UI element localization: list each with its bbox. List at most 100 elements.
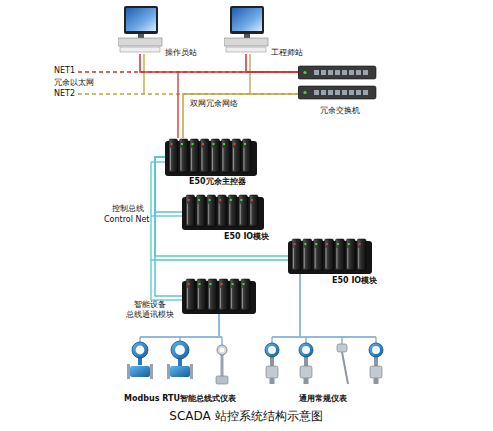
switch-port	[363, 70, 368, 75]
monitor-screen	[126, 8, 156, 31]
module-edge	[198, 204, 199, 224]
switch-port	[356, 90, 361, 95]
module-edge	[212, 148, 213, 170]
module-edge	[202, 148, 203, 170]
rack-module	[303, 239, 312, 270]
general-instruments: 通用常规仪表	[258, 336, 388, 390]
device-icon	[118, 336, 242, 390]
switch-port	[349, 70, 354, 75]
module-led	[251, 199, 253, 201]
switch-port	[328, 90, 333, 95]
device-label: E50 IO模块	[332, 276, 377, 286]
switch-port	[321, 90, 326, 95]
module-led	[240, 199, 242, 201]
module-edge	[231, 288, 232, 308]
network-link	[183, 94, 298, 138]
rack-module	[201, 139, 210, 172]
module-led	[188, 283, 190, 285]
rack-module	[211, 139, 220, 172]
pressure-transmitter-symbol	[265, 337, 279, 384]
rack-modules	[186, 195, 258, 226]
module-edge	[240, 204, 241, 224]
switch-body	[298, 86, 376, 99]
bus-comm-module: 智能设备 总线通讯模块	[182, 278, 256, 314]
keyboard	[226, 47, 266, 52]
rack-module	[197, 279, 206, 310]
switch-port	[335, 70, 340, 75]
module-edge	[244, 148, 245, 170]
operator-station: 操作员站	[118, 6, 176, 54]
module-edge	[304, 248, 305, 268]
rack-module	[243, 139, 252, 172]
rack-modules	[292, 239, 366, 270]
io-module: E50 IO模块	[288, 238, 372, 274]
rack-module	[228, 195, 237, 226]
rack-module	[219, 279, 228, 310]
switch-port	[335, 90, 340, 95]
module-edge	[181, 148, 182, 170]
rack-module	[249, 195, 258, 226]
module-led	[348, 243, 350, 245]
control-bus-redundant	[151, 259, 288, 260]
module-led	[230, 199, 232, 201]
rack-module	[169, 139, 178, 172]
rack-modules	[169, 139, 251, 172]
switch-port	[342, 70, 347, 75]
switch-port	[342, 90, 347, 95]
rack-module	[335, 239, 344, 270]
main-controller: E50冗余主控器	[165, 138, 257, 176]
pc-base	[224, 38, 268, 46]
net1-drop	[177, 72, 178, 138]
module-edge	[293, 248, 294, 268]
rack-module	[197, 195, 206, 226]
monitor-frame	[124, 6, 158, 34]
rack-module	[222, 139, 231, 172]
device-icon	[224, 6, 282, 54]
monitor-screen	[232, 8, 262, 31]
monitor-stand	[138, 34, 144, 38]
pc-base	[118, 38, 162, 46]
network-label: 冗余以太网	[54, 78, 94, 88]
module-led	[223, 143, 225, 145]
io-module: E50 IO模块	[182, 194, 264, 230]
instrument-bus	[140, 336, 222, 338]
rack-module	[241, 279, 250, 310]
network-label: 双网冗余网络	[190, 99, 238, 109]
redundant-switch: 冗余交换机	[298, 64, 378, 102]
device-icon	[288, 238, 372, 274]
module-led	[192, 143, 194, 145]
module-led	[202, 143, 204, 145]
switch-body	[298, 66, 376, 79]
rack-module	[230, 279, 239, 310]
module-edge	[326, 248, 327, 268]
module-edge	[336, 248, 337, 268]
device-label: 智能设备 总线通讯模块	[122, 300, 178, 319]
flowmeter-symbol	[127, 337, 153, 379]
rack-module	[180, 139, 189, 172]
module-led	[337, 243, 339, 245]
module-led	[234, 143, 236, 145]
module-edge	[208, 204, 209, 224]
module-led	[188, 199, 190, 201]
device-icon	[165, 138, 257, 176]
module-led	[210, 283, 212, 285]
switch-port	[314, 90, 319, 95]
monitor-frame	[230, 6, 264, 34]
control-bus-redundant	[150, 162, 151, 300]
rack-module	[325, 239, 334, 270]
bus-label: 控制总线	[112, 204, 144, 214]
module-led	[209, 199, 211, 201]
module-edge	[315, 248, 316, 268]
module-led	[199, 283, 201, 285]
module-led	[219, 199, 221, 201]
module-edge	[250, 204, 251, 224]
switch-ports	[314, 70, 368, 75]
module-edge	[187, 288, 188, 308]
rack-module	[186, 279, 195, 310]
instrument-bus	[272, 336, 376, 338]
switch-led	[303, 71, 306, 74]
switch-port	[356, 70, 361, 75]
network-link	[155, 157, 182, 296]
device-label: 通用常规仪表	[299, 394, 347, 404]
